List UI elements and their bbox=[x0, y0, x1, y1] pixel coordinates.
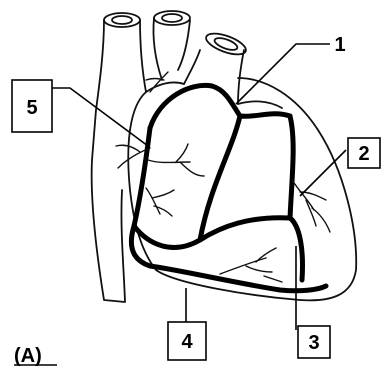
label-1: 1 bbox=[334, 34, 345, 56]
label-5-text: 5 bbox=[26, 97, 37, 119]
leader-line-1 bbox=[236, 44, 330, 104]
label-3: 3 bbox=[298, 326, 330, 358]
label-4: 4 bbox=[168, 322, 206, 360]
label-2-text: 2 bbox=[358, 143, 369, 165]
figure-caption: (A) bbox=[14, 345, 42, 367]
label-5: 5 bbox=[12, 80, 52, 132]
label-1-text: 1 bbox=[334, 34, 345, 56]
coronary-vessels bbox=[131, 85, 326, 290]
label-4-text: 4 bbox=[181, 331, 193, 353]
branch-vessels bbox=[116, 72, 330, 282]
leader-line-5 bbox=[52, 88, 148, 146]
label-3-text: 3 bbox=[308, 332, 319, 354]
label-2: 2 bbox=[348, 138, 380, 168]
